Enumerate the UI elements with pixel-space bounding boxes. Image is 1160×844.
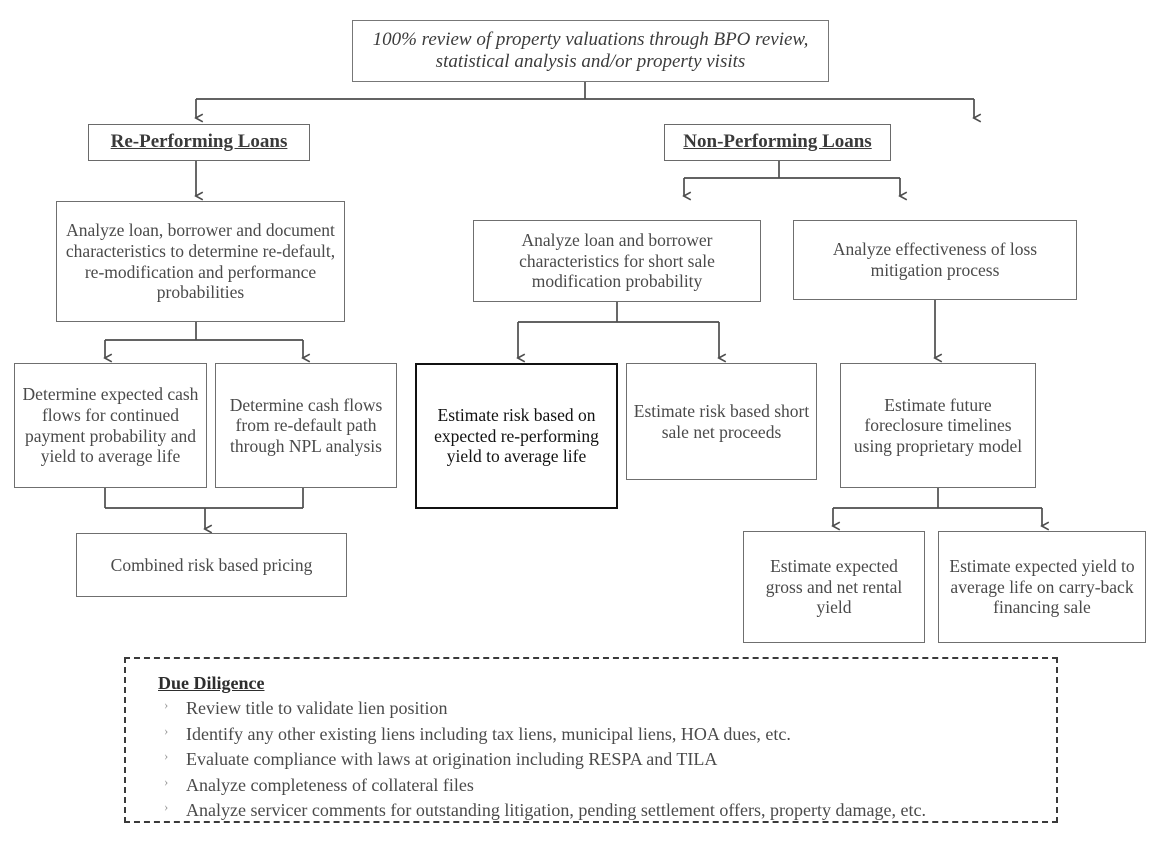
node-title-box: 100% review of property valuations throu… [352,20,829,82]
due-diligence-item: › Analyze servicer comments for outstand… [152,798,1034,824]
node-rpl-analyze-text: Analyze loan, borrower and document char… [65,220,336,303]
due-diligence-item-text: Review title to validate lien position [186,698,448,718]
due-diligence-item: › Review title to validate lien position [152,696,1034,722]
node-non-performing-loans-label: Non-Performing Loans [683,131,872,153]
due-diligence-item: › Evaluate compliance with laws at origi… [152,747,1034,773]
node-npl-analyze-shortsale: Analyze loan and borrower characteristic… [473,220,761,302]
due-diligence-item: › Identify any other existing liens incl… [152,722,1034,748]
node-npl-estimate-reperforming-text: Estimate risk based on expected re-perfo… [434,405,599,467]
bullet-arrow-icon: › [164,773,169,789]
node-rpl-cashflow-continued: Determine expected cash flows for contin… [14,363,207,488]
due-diligence-panel: Due Diligence › Review title to validate… [124,657,1058,823]
node-non-performing-loans: Non-Performing Loans [664,124,891,161]
due-diligence-item-text: Analyze servicer comments for outstandin… [186,800,926,821]
node-rpl-analyze: Analyze loan, borrower and document char… [56,201,345,322]
node-npl-foreclosure-timelines-text: Estimate future foreclosure timelines us… [853,394,1023,456]
bullet-arrow-icon: › [164,697,169,712]
node-rpl-combined-pricing-text: Combined risk based pricing [110,554,313,575]
node-rpl-cashflow-redefault: Determine cash flows from re-default pat… [215,363,397,488]
node-re-performing-loans: Re-Performing Loans [88,124,310,161]
node-npl-foreclosure-timelines: Estimate future foreclosure timelines us… [840,363,1036,488]
node-title-text: 100% review of property valuations throu… [372,28,809,72]
due-diligence-item-text: Analyze completeness of collateral files [186,774,474,795]
due-diligence-item-text: Identify any other existing liens includ… [186,723,791,744]
node-rpl-combined-pricing: Combined risk based pricing [76,533,347,597]
bullet-arrow-icon: › [164,799,169,815]
node-npl-analyze-lossmit-text: Analyze effectiveness of loss mitigation… [832,239,1038,280]
node-npl-analyze-shortsale-text: Analyze loan and borrower characteristic… [519,230,715,292]
due-diligence-item-text: Evaluate compliance with laws at origina… [186,749,718,770]
due-diligence-list: › Review title to validate lien position… [152,696,1034,824]
node-rpl-cashflow-continued-text: Determine expected cash flows for contin… [22,384,199,467]
bullet-arrow-icon: › [164,722,169,738]
node-npl-rental-yield-text: Estimate expected gross and net rental y… [765,556,903,618]
node-npl-carryback-yield: Estimate expected yield to average life … [938,531,1146,643]
node-re-performing-loans-label: Re-Performing Loans [110,131,288,153]
node-npl-rental-yield: Estimate expected gross and net rental y… [743,531,925,643]
node-rpl-cashflow-redefault-text: Determine cash flows from re-default pat… [229,394,383,456]
bullet-arrow-icon: › [164,748,169,764]
due-diligence-title: Due Diligence [158,673,265,693]
node-npl-estimate-reperforming: Estimate risk based on expected re-perfo… [415,363,618,509]
node-npl-estimate-shortsale: Estimate risk based short sale net proce… [626,363,817,480]
node-npl-analyze-lossmit: Analyze effectiveness of loss mitigation… [793,220,1077,300]
due-diligence-item: › Analyze completeness of collateral fil… [152,773,1034,799]
node-npl-estimate-shortsale-text: Estimate risk based short sale net proce… [633,400,810,442]
node-npl-carryback-yield-text: Estimate expected yield to average life … [949,556,1135,618]
